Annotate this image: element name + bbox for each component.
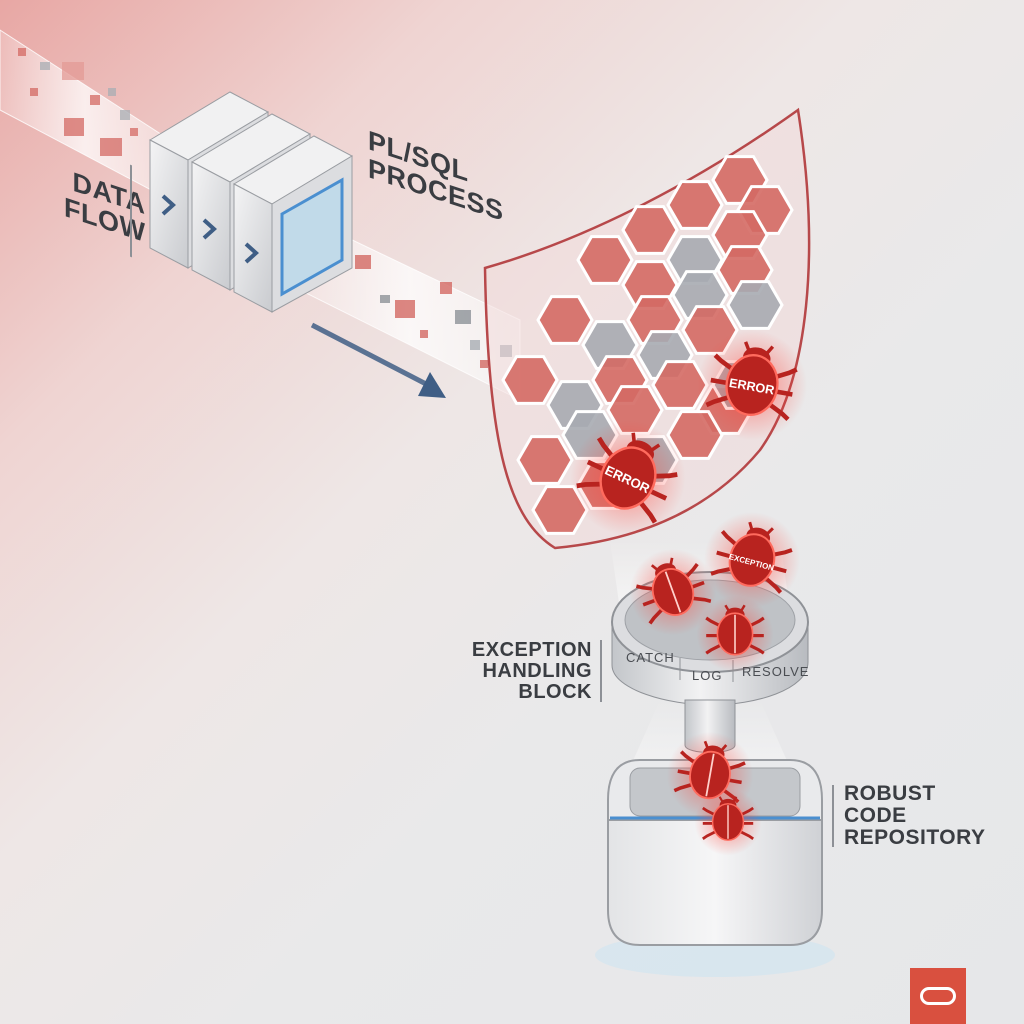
exception-line-1: EXCEPTION: [471, 639, 592, 661]
repository-line-3: REPOSITORY: [844, 826, 986, 850]
chevron-right-icon: [202, 218, 217, 240]
exception-line-2: HANDLING: [482, 660, 592, 682]
exception-block-label: EXCEPTION HANDLING BLOCK: [470, 640, 592, 703]
hex-cell: [621, 205, 679, 255]
exception-divider: [600, 640, 602, 702]
bug-icon: [629, 548, 717, 636]
repository-divider: [832, 785, 834, 847]
chevron-right-icon: [161, 194, 176, 216]
hex-cell: [651, 360, 709, 410]
stage-catch: CATCH: [626, 650, 675, 665]
hex-cell: [516, 435, 574, 485]
bug-icon: ERROR: [570, 420, 686, 536]
chevron-right-icon: [244, 242, 259, 264]
hex-cell: [726, 280, 784, 330]
down-right-arrow-icon: [310, 322, 446, 398]
bug-icon: ERROR: [696, 329, 808, 441]
oracle-logo-icon: [910, 968, 966, 1024]
data-flow-divider: [130, 164, 132, 258]
hex-cell: [501, 355, 559, 405]
stage-log: LOG: [692, 668, 722, 683]
process-window: [280, 177, 344, 297]
repository-line-2: CODE: [844, 804, 907, 828]
exception-line-3: BLOCK: [518, 681, 592, 703]
repository-label: ROBUST CODE REPOSITORY: [844, 782, 986, 850]
bug-icon: [694, 788, 762, 856]
bug-icon: [696, 595, 774, 673]
plsql-process-blocks: [148, 91, 354, 313]
hex-cell: [666, 180, 724, 230]
funnel-stage-labels: CATCH LOG RESOLVE: [626, 650, 809, 683]
hex-cell: [536, 295, 594, 345]
repository-line-1: ROBUST: [844, 782, 936, 805]
data-packets-in: [18, 48, 138, 156]
stage-resolve: RESOLVE: [742, 664, 809, 679]
bug-icon: EXCEPTION: [704, 512, 800, 608]
hex-cell: [576, 235, 634, 285]
process-block-3: [232, 135, 354, 313]
